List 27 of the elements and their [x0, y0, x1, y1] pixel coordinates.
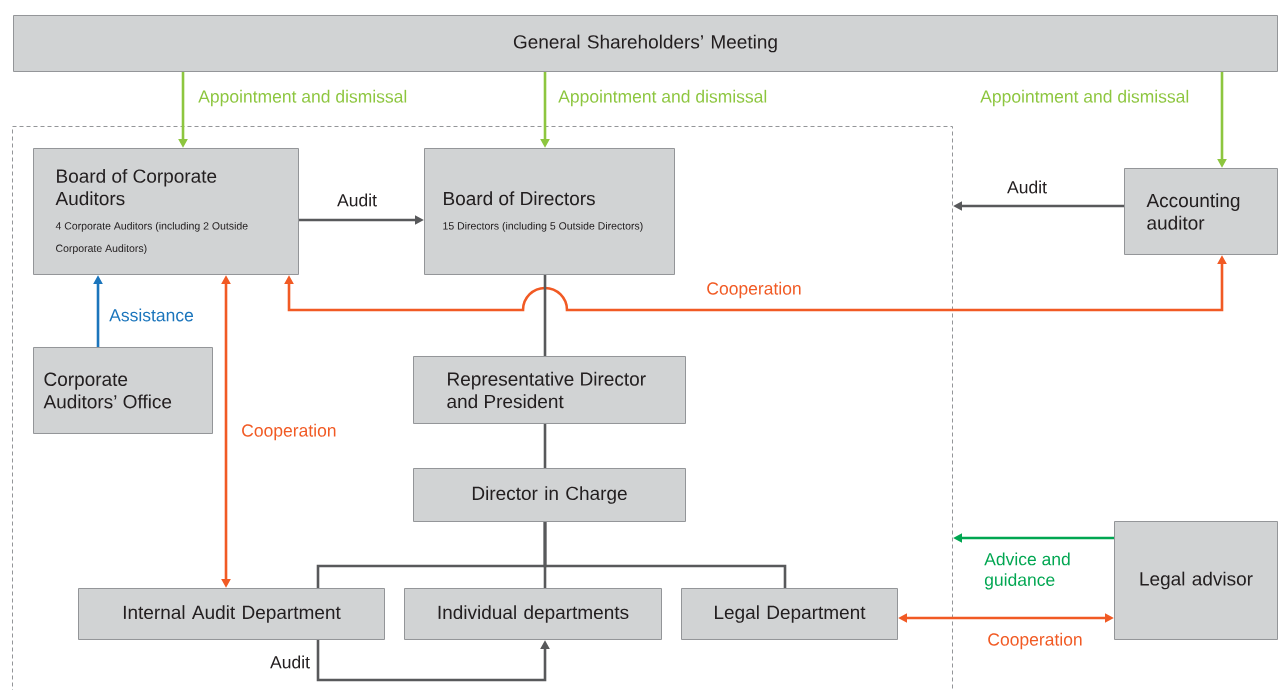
edge-label: Appointment and dismissal — [197, 88, 409, 108]
edge-label: Appointment and dismissal — [557, 88, 769, 108]
edge-label: Advice and guidance — [983, 551, 1078, 591]
edge-label: Cooperation — [986, 631, 1084, 651]
connector-line — [543, 522, 787, 588]
org-box: Accounting auditor — [1124, 168, 1278, 255]
edge-label: Assistance — [108, 307, 195, 323]
org-box: Representative Director and President — [413, 356, 686, 424]
connector-line — [543, 424, 547, 468]
edge-label: Audit — [269, 654, 311, 670]
edge-label: Appointment and dismissal — [979, 88, 1191, 108]
org-box: Corporate Auditors’ Office — [33, 347, 213, 434]
org-box: Individual departments — [404, 588, 662, 640]
org-box: Internal Audit Department — [78, 588, 385, 640]
org-box: Legal Department — [681, 588, 898, 640]
edge-label: Cooperation — [240, 422, 338, 442]
edge-label: Cooperation — [705, 280, 803, 300]
org-box: Legal advisor — [1114, 521, 1278, 640]
org-box: Director in Charge — [413, 468, 686, 522]
dashed-boundary — [12, 126, 953, 690]
arrow — [316, 640, 550, 682]
edge-label: Audit — [1006, 179, 1048, 195]
connector-line — [543, 275, 547, 356]
org-box: Board of Directors 15 Directors (including 5 Outside Directors) — [424, 148, 675, 275]
org-box: Board of Corporate Auditors 4 Corporate Auditors (including 2 Outside Corporate Auditors) — [33, 148, 299, 275]
edge-label: Audit — [336, 192, 378, 208]
org-box: General Shareholders’ Meeting — [13, 15, 1278, 72]
